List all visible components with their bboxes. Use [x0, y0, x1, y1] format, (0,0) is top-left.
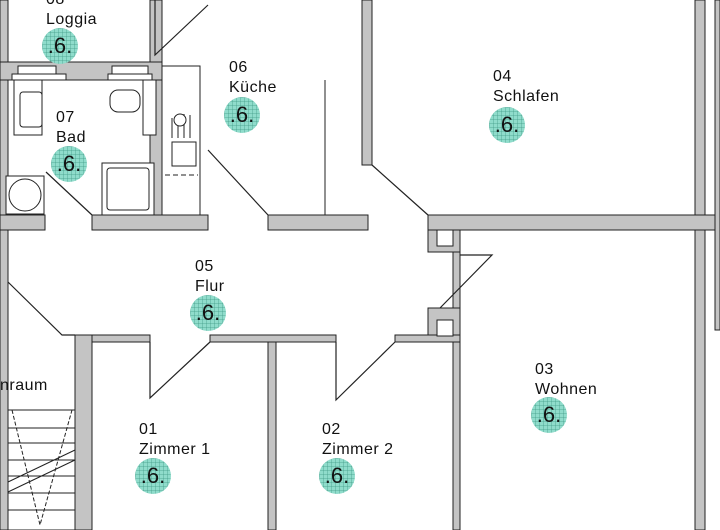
room-partial-label: nraum: [0, 377, 48, 394]
room-marker-flur[interactable]: .6.: [190, 295, 226, 331]
room-name: Loggia: [46, 11, 98, 28]
room-name: Zimmer 1: [139, 441, 211, 458]
fixtures: [5, 65, 201, 216]
room-number: 03: [535, 361, 554, 378]
room-marker-zimmer2[interactable]: .6.: [319, 458, 355, 494]
room-number: 06: [229, 59, 248, 76]
room-name: Zimmer 2: [322, 441, 394, 458]
room-name: Flur: [195, 278, 225, 295]
room-name: Küche: [229, 79, 277, 96]
room-name: Bad: [56, 129, 86, 146]
room-number: 01: [139, 421, 158, 438]
door-swings: [7, 0, 494, 402]
room-marker-zimmer1[interactable]: .6.: [135, 458, 171, 494]
room-marker-schlafen[interactable]: .6.: [489, 107, 525, 143]
room-marker-loggia[interactable]: .6.: [42, 28, 78, 64]
room-name: Wohnen: [535, 381, 598, 398]
staircase: [7, 409, 76, 530]
room-marker-wohnen[interactable]: .6.: [531, 397, 567, 433]
room-name: Schlafen: [493, 88, 560, 105]
room-loggia-label: 08Loggia: [46, 0, 97, 30]
room-number: 04: [493, 68, 512, 85]
room-marker-bad[interactable]: .6.: [51, 146, 87, 182]
room-marker-kueche[interactable]: .6.: [224, 97, 260, 133]
room-number: 02: [322, 421, 341, 438]
room-number: 05: [195, 258, 214, 275]
room-number: 08: [46, 0, 97, 10]
columns: [436, 229, 454, 337]
windows: [11, 65, 153, 81]
room-number: 07: [56, 109, 75, 126]
